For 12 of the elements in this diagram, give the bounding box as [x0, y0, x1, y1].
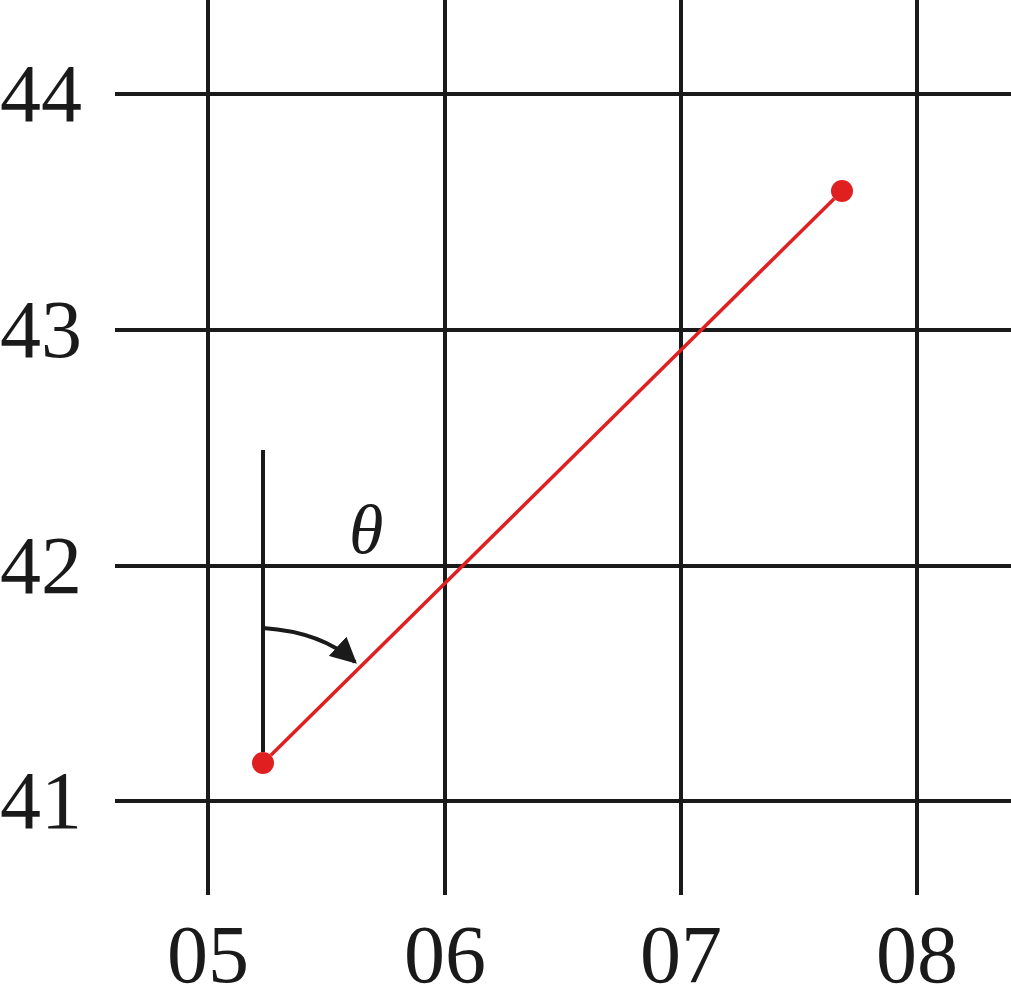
- grid-number: 05: [167, 914, 249, 993]
- grid-number: 42: [0, 525, 82, 607]
- point-marker: [831, 180, 853, 202]
- grid-number: 06: [404, 914, 486, 993]
- angle-label: θ: [349, 495, 384, 565]
- grid-number: 44: [0, 53, 82, 135]
- point-marker: [252, 752, 274, 774]
- grid-number: 43: [0, 289, 82, 371]
- grid-number: 07: [640, 914, 722, 993]
- grid-number: 41: [0, 760, 82, 842]
- grid-number: 08: [876, 914, 958, 993]
- connecting-line: [269, 197, 836, 757]
